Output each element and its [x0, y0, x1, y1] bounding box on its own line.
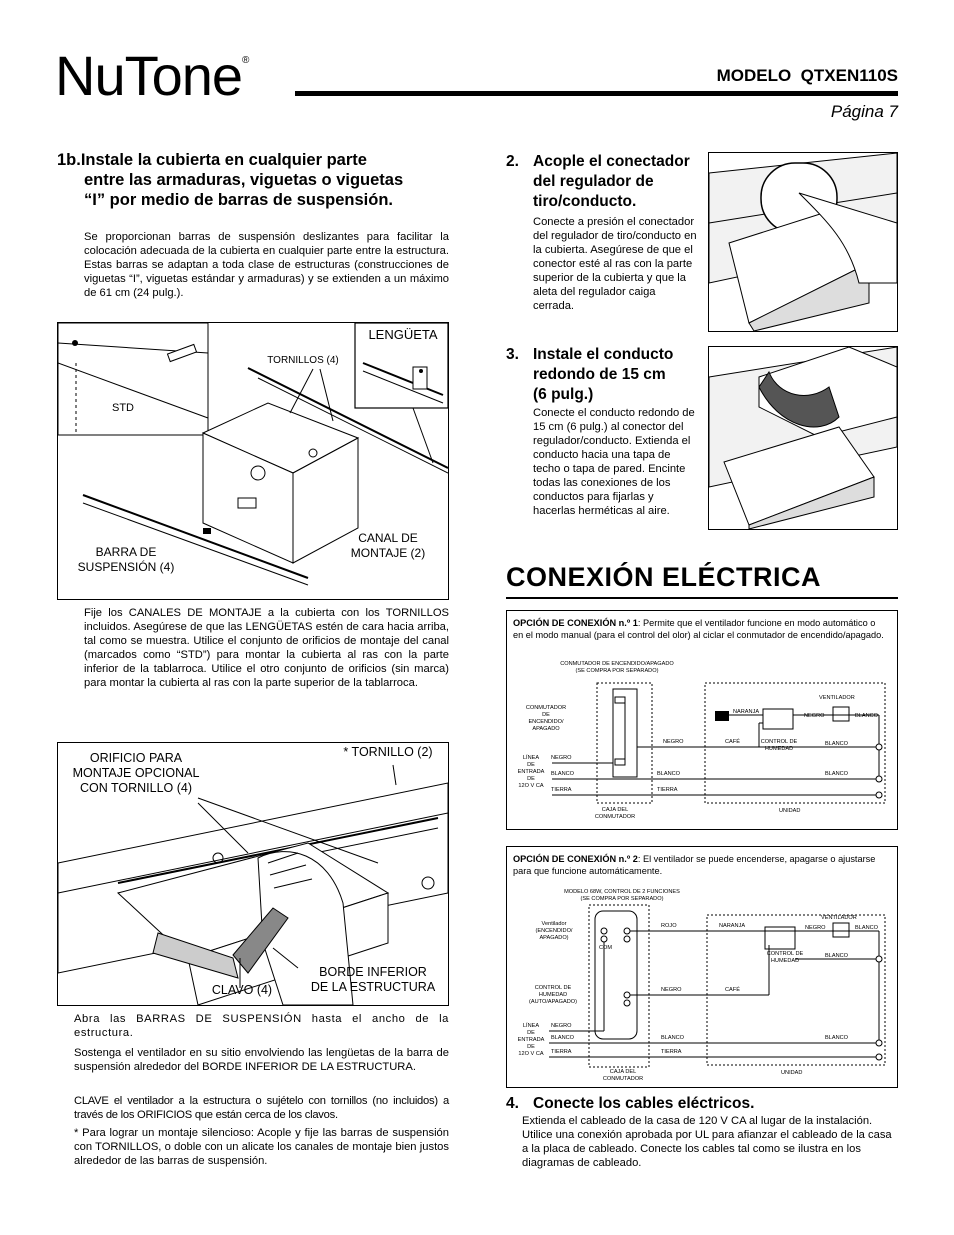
- opt2-negro-3: NEGRO: [551, 1023, 572, 1029]
- wiring-option-1: OPCIÓN DE CONEXIÓN n.º 1: Permite que el…: [506, 610, 898, 830]
- opt1-blanco-5: BLANCO: [825, 771, 849, 777]
- label-tornillo: * TORNILLO (2): [343, 745, 433, 759]
- page-number: Página 7: [830, 102, 898, 121]
- step-2-body: Conecte a presión el conectador del regu…: [533, 216, 697, 312]
- opt2-ventilador: VENTILADOR: [821, 915, 857, 921]
- opt1-cafe: CAFÉ: [725, 739, 740, 745]
- step-1b-title: 1b.Instale la cubierta en cualquier part…: [57, 151, 404, 209]
- opt1-blanco-3: BLANCO: [855, 713, 879, 719]
- step-4-title: Conecte los cables eléctricos.: [533, 1095, 755, 1112]
- opt2-com: COM: [599, 945, 613, 951]
- nutone-logo: NuTone®: [55, 44, 249, 107]
- opt1-naranja: NARANJA: [733, 709, 760, 715]
- duct-illustration: [709, 347, 897, 529]
- step-3-body: Conecte el conducto redondo de 15 cm (6 …: [533, 407, 695, 517]
- opt1-negro-2: NEGRO: [663, 739, 684, 745]
- opt2-naranja: NARANJA: [719, 923, 746, 929]
- opt2-rojo: ROJO: [661, 923, 677, 929]
- opt2-cafe: CAFÉ: [725, 987, 740, 993]
- opt1-unidad: UNIDAD: [779, 808, 801, 814]
- opt2-blanco-5: BLANCO: [825, 1035, 849, 1041]
- option-1-text: OPCIÓN DE CONEXIÓN n.º 1: Permite que el…: [513, 618, 884, 640]
- section-title-conexion: CONEXIÓN ELÉCTRICA: [506, 562, 822, 592]
- opt2-blanco: BLANCO: [855, 925, 879, 931]
- para-abra: Abra las BARRAS DE SUSPENSIÓN hasta el a…: [74, 1013, 449, 1039]
- wiring-option-2: OPCIÓN DE CONEXIÓN n.º 2: El ventilador …: [506, 846, 898, 1088]
- label-orificio: ORIFICIO PARA MONTAJE OPCIONAL CON TORNI…: [72, 751, 200, 795]
- opt2-blanco-4: BLANCO: [661, 1035, 685, 1041]
- step-2-title: Acople el conectador del regulador de ti…: [533, 153, 690, 210]
- step-3-title: Instale el conducto redondo de 15 cm (6 …: [533, 346, 674, 403]
- opt1-tierra: TIERRA: [551, 787, 572, 793]
- label-barra: BARRA DE SUSPENSIÓN (4): [77, 545, 175, 574]
- step-3-num: 3.: [506, 346, 519, 363]
- step-4-num: 4.: [506, 1095, 519, 1112]
- para-star: * Para lograr un montaje silencioso: Aco…: [74, 1127, 449, 1167]
- figure-suspension-bars: STD TORNILLOS (4) LENGÜETA CANAL DE MONT…: [57, 322, 449, 600]
- wiring-diagram-1: [552, 682, 886, 804]
- figure-duct: [708, 346, 898, 530]
- opt1-switch-label: CONMUTADOR DE ENCENDIDO/APAGADO (SE COMP…: [560, 661, 674, 674]
- opt2-unidad: UNIDAD: [781, 1070, 803, 1076]
- para-sostenga: Sostenga el ventilador en su sitio envol…: [74, 1047, 449, 1073]
- para-clave: CLAVE el ventilador a la estructura o su…: [74, 1095, 449, 1121]
- opt1-blanco: BLANCO: [551, 771, 575, 777]
- model-title: MODELO QTXEN110S: [716, 66, 898, 85]
- opt2-model-label: MODELO 68W, CONTROL DE 2 FUNCIONES(SE CO…: [564, 889, 680, 902]
- opt2-tierra-2: TIERRA: [661, 1049, 682, 1055]
- label-canal: CANAL DE MONTAJE (2): [350, 531, 426, 560]
- std-mark: STD: [112, 402, 134, 414]
- opt1-ventilador: VENTILADOR: [819, 695, 855, 701]
- opt1-negro-3: NEGRO: [804, 713, 825, 719]
- opt2-blanco-3: BLANCO: [551, 1035, 575, 1041]
- label-tornillos: TORNILLOS (4): [267, 355, 339, 366]
- nailing-illustration: [58, 764, 448, 1005]
- opt2-tierra: TIERRA: [551, 1049, 572, 1055]
- option-2-text: OPCIÓN DE CONEXIÓN n.º 2: El ventilador …: [513, 854, 876, 876]
- label-lengueta: LENGÜETA: [368, 327, 438, 342]
- step-1b-intro: Se proporcionan barras de suspensión des…: [84, 231, 449, 299]
- opt1-negro: NEGRO: [551, 755, 572, 761]
- opt1-tierra-2: TIERRA: [657, 787, 678, 793]
- step-2-num: 2.: [506, 153, 519, 170]
- opt2-negro: NEGRO: [805, 925, 826, 931]
- opt1-blanco-4: BLANCO: [825, 741, 849, 747]
- damper-illustration: [709, 153, 897, 331]
- suspension-bars-illustration: STD: [58, 323, 448, 586]
- opt1-blanco-2: BLANCO: [657, 771, 681, 777]
- figure-nailing: ORIFICIO PARA MONTAJE OPCIONAL CON TORNI…: [57, 742, 449, 1006]
- label-clavo: CLAVO (4): [211, 983, 273, 997]
- header-rule: [295, 91, 898, 96]
- opt2-negro-2: NEGRO: [661, 987, 682, 993]
- figure-damper: [708, 152, 898, 332]
- label-borde: BORDE INFERIOR DE LA ESTRUCTURA: [310, 965, 436, 994]
- step-4-body: Extienda el cableado de la casa de 120 V…: [522, 1115, 892, 1169]
- conexion-rule: [506, 597, 898, 599]
- opt2-blanco-2: BLANCO: [825, 953, 849, 959]
- opt2-ventilador-switch: Ventilador(ENCENDIDO/APAGADO): [535, 921, 573, 941]
- step-1b-fix-channels: Fije los CANALES DE MONTAJE a la cubiert…: [84, 607, 449, 689]
- wiring-diagram-2: [549, 904, 886, 1068]
